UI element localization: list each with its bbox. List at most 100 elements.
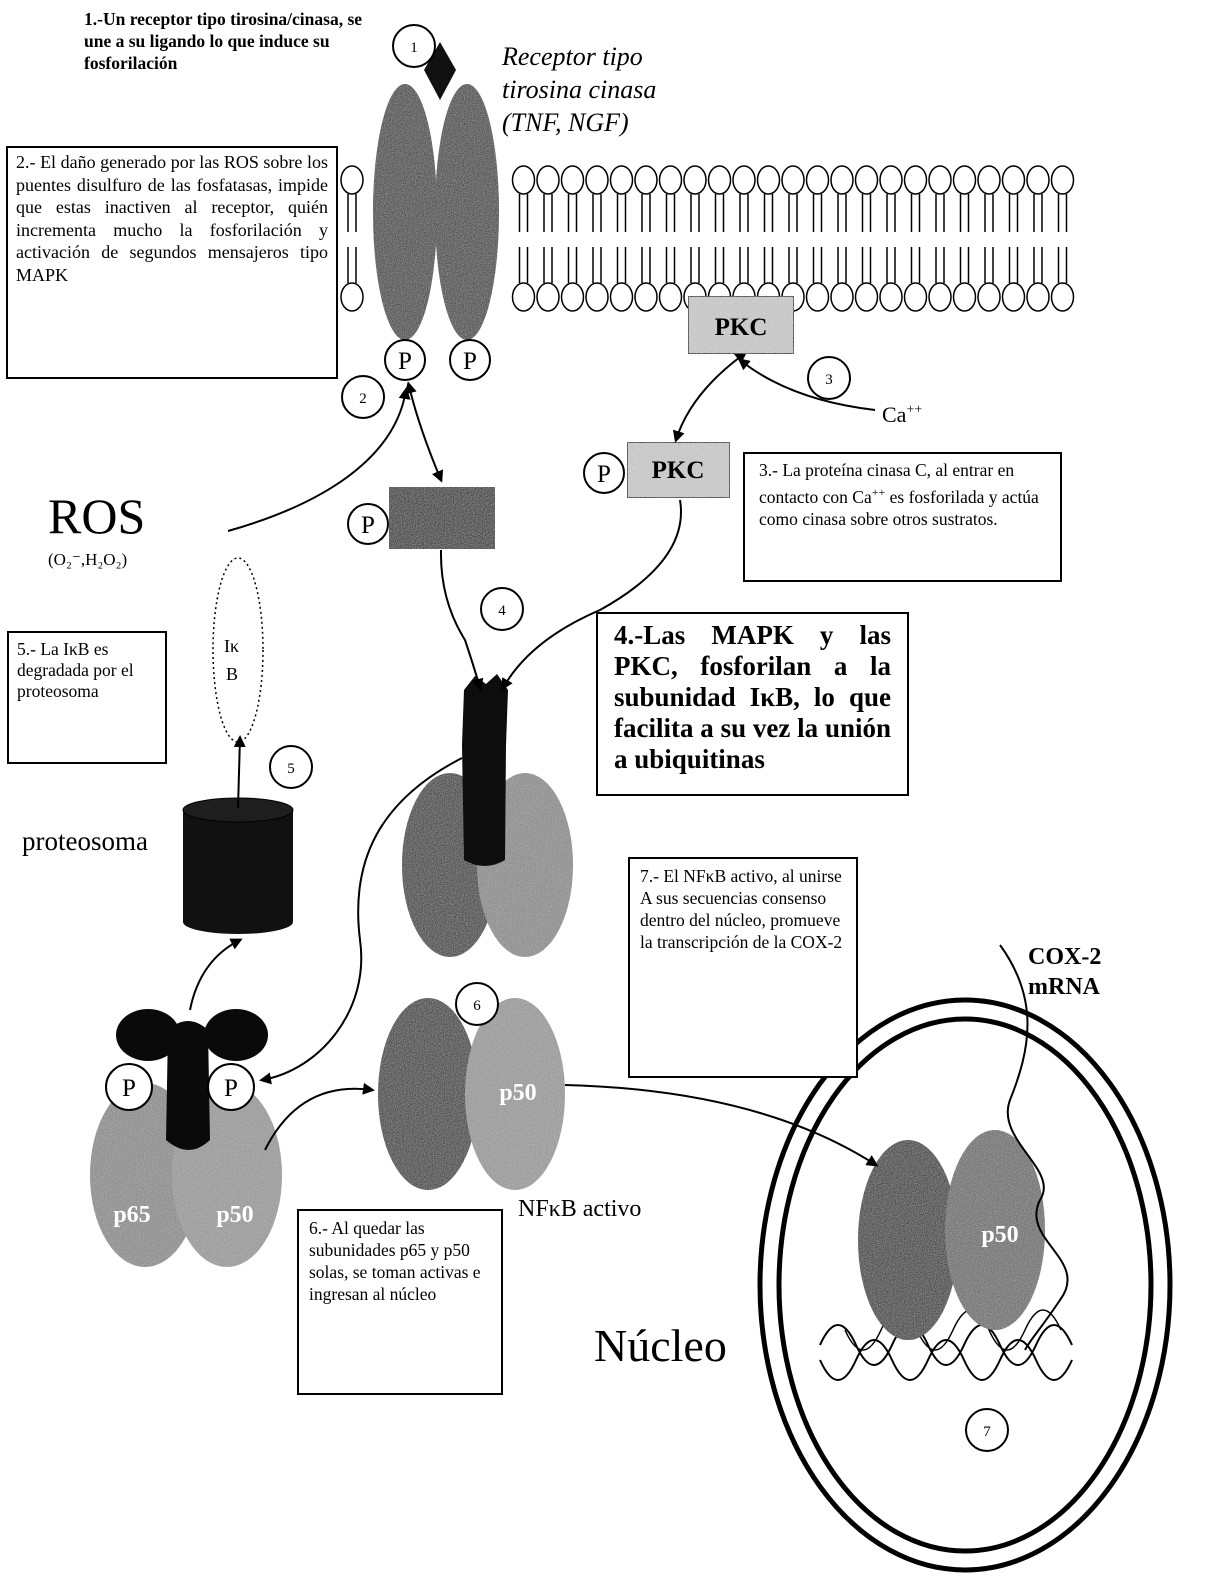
lipid-head: [929, 166, 951, 194]
lipid-head: [905, 283, 927, 311]
ubiquitinated-complex: p65 p50 P P: [90, 1009, 282, 1267]
ikb-label: B: [226, 664, 238, 684]
lipid-head: [635, 166, 657, 194]
step-number: 1: [410, 40, 418, 56]
lipid-head: [341, 166, 363, 194]
lipid-head: [562, 283, 584, 311]
p65-subunit: [378, 998, 478, 1190]
receptor-title: Receptor tipo tirosina cinasa (TNF, NGF): [502, 40, 656, 139]
phospho-label: P: [224, 1075, 238, 1102]
nfkb-ikb-complex: [402, 674, 573, 957]
lipid-head: [1052, 166, 1074, 194]
phospho-label: P: [361, 512, 375, 539]
nucleo-label: Núcleo: [594, 1320, 727, 1372]
lipid-head: [1027, 283, 1049, 311]
phospho-label: P: [398, 348, 412, 375]
lipid-head: [586, 283, 608, 311]
mapk-box: [389, 487, 495, 549]
lipid-head: [954, 283, 976, 311]
tyrosine-kinase-receptor: P P: [373, 42, 499, 380]
proteosoma-cylinder: [183, 798, 293, 934]
lipid-head: [782, 166, 804, 194]
lipid-head: [831, 166, 853, 194]
note-step-6: 6.- Al quedar las subunidades p65 y p50 …: [297, 1209, 503, 1395]
ubiquitin: [204, 1009, 268, 1061]
dna-strand: [820, 1325, 1072, 1365]
nfkb-active-label: NFκB activo: [518, 1196, 641, 1223]
lipid-head: [929, 283, 951, 311]
ros-species: (O₂⁻,H₂O₂): [48, 550, 127, 570]
receptor-title-line: Receptor tipo: [502, 40, 656, 73]
lipid-head: [978, 166, 1000, 194]
lipid-head: [660, 283, 682, 311]
lipid-head: [733, 166, 755, 194]
dna-strand: [820, 1340, 1072, 1380]
note-step-7: 7.- El NFκB activo, al unirse A sus secu…: [628, 857, 858, 1078]
lipid-head: [684, 166, 706, 194]
phospho-label: P: [122, 1075, 136, 1102]
proteosoma-label: proteosoma: [22, 826, 148, 857]
lipid-head: [905, 166, 927, 194]
note-step-1: 1.-Un receptor tipo tirosina/cinasa, se …: [84, 8, 364, 74]
lipid-head: [856, 166, 878, 194]
calcium-charge: ++: [906, 403, 922, 418]
active-nfkb: p50: [378, 998, 565, 1190]
pkc-label: PKC: [715, 314, 768, 341]
receptor-subunit-right: [435, 84, 499, 340]
phospho-label: P: [463, 348, 477, 375]
mrna-label: mRNA: [1028, 972, 1101, 1002]
pkc-label: PKC: [652, 457, 705, 484]
lipid-head: [586, 166, 608, 194]
note-step-4: 4.-Las MAPK y las PKC, fosforilan a la s…: [596, 612, 909, 796]
lipid-head: [611, 166, 633, 194]
lipid-head: [880, 283, 902, 311]
step-number: 4: [498, 603, 506, 619]
receptor-title-line: tirosina cinasa: [502, 73, 656, 106]
step-number: 3: [825, 372, 833, 388]
receptor-subunit-left: [373, 84, 437, 340]
lipid-head: [537, 283, 559, 311]
receptor-title-line: (TNF, NGF): [502, 106, 656, 139]
note-step-5: 5.- La IκB es degradada por el proteosom…: [7, 631, 167, 764]
step-number: 6: [473, 998, 481, 1014]
step-number: 7: [983, 1424, 991, 1440]
p50-label: p50: [981, 1222, 1018, 1248]
lipid-head: [1052, 283, 1074, 311]
lipid-head: [856, 283, 878, 311]
ros-label: ROS: [48, 488, 145, 544]
ikb-subunit: [462, 674, 508, 866]
lipid-head: [513, 166, 535, 194]
lipid-head: [978, 283, 1000, 311]
note-step-2: 2.- El daño generado por las ROS sobre l…: [6, 146, 338, 379]
lipid-head: [1003, 166, 1025, 194]
cox2-mrna-label: COX-2 mRNA: [1028, 942, 1101, 1002]
p65-label: p65: [113, 1202, 150, 1228]
lipid-head: [831, 283, 853, 311]
lipid-head: [611, 283, 633, 311]
lipid-head: [807, 283, 829, 311]
lipid-head: [709, 166, 731, 194]
lipid-head: [807, 166, 829, 194]
p65-subunit: [858, 1140, 958, 1340]
p50-label: p50: [216, 1202, 253, 1228]
phospho-label: P: [597, 461, 611, 488]
calcium-label: Ca++: [882, 402, 922, 428]
lipid-head: [341, 283, 363, 311]
lipid-head: [758, 166, 780, 194]
step-number: 2: [359, 391, 367, 407]
ikb-subunit: [166, 1021, 210, 1150]
lipid-head: [880, 166, 902, 194]
lipid-head: [635, 283, 657, 311]
lipid-head: [1003, 283, 1025, 311]
lipid-head: [660, 166, 682, 194]
lipid-head: [513, 283, 535, 311]
lipid-head: [1027, 166, 1049, 194]
note-step-3-charge: ++: [872, 485, 886, 499]
lipid-head: [954, 166, 976, 194]
step-number: 5: [287, 761, 295, 777]
lipid-head: [562, 166, 584, 194]
calcium-symbol: Ca: [882, 402, 906, 427]
ikb-label: Iκ: [224, 636, 239, 656]
lipid-head: [537, 166, 559, 194]
note-step-3: 3.- La proteína cinasa C, al entrar en c…: [743, 452, 1062, 582]
